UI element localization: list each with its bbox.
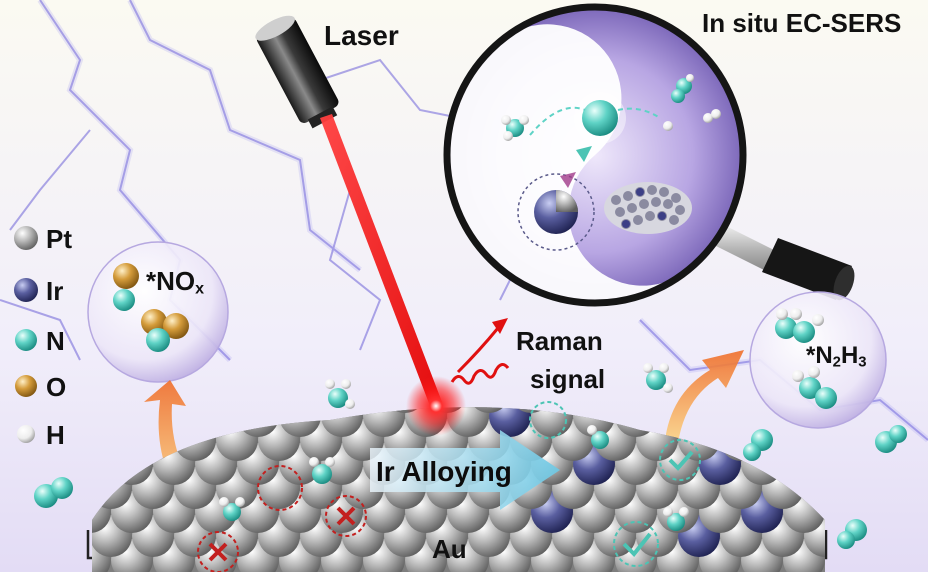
magnifier-lens [443,3,747,307]
legend-h-label: H [46,420,65,450]
surface-atom [363,407,405,437]
raman-label-line1: Raman [516,326,603,356]
magnifier-handle [712,224,855,301]
ir-alloying-arrow [370,430,560,510]
laser-label: Laser [324,20,399,51]
laser-beam [320,114,442,406]
n2h3-label: *N2H3 [806,342,867,371]
active-site-marks [529,401,701,567]
legend-n-label: N [46,326,65,356]
floating-molecules [34,363,907,549]
n2h3-bubble [749,291,887,429]
legend-o-label: O [46,372,67,402]
nox-bubble [87,241,229,383]
in-situ-ec-sers-label: In situ EC-SERS [702,8,902,38]
legend-symbols [14,226,38,443]
surface-atom [489,407,531,437]
blocked-site-marks [197,465,367,572]
laser-spot [406,376,466,436]
nox-label: *NOx [146,266,205,298]
legend-pt-label: Pt [46,224,72,254]
legend-ir-label: Ir [46,276,64,306]
raman-signal-wave [450,318,510,385]
au-label: Au [432,534,467,564]
raman-label-line2: signal [530,364,606,394]
surface-atom [531,407,573,437]
desorption-arrow-right [663,350,744,470]
ir-alloying-label: Ir Alloying [376,456,512,487]
desorption-arrow-left [144,380,222,530]
